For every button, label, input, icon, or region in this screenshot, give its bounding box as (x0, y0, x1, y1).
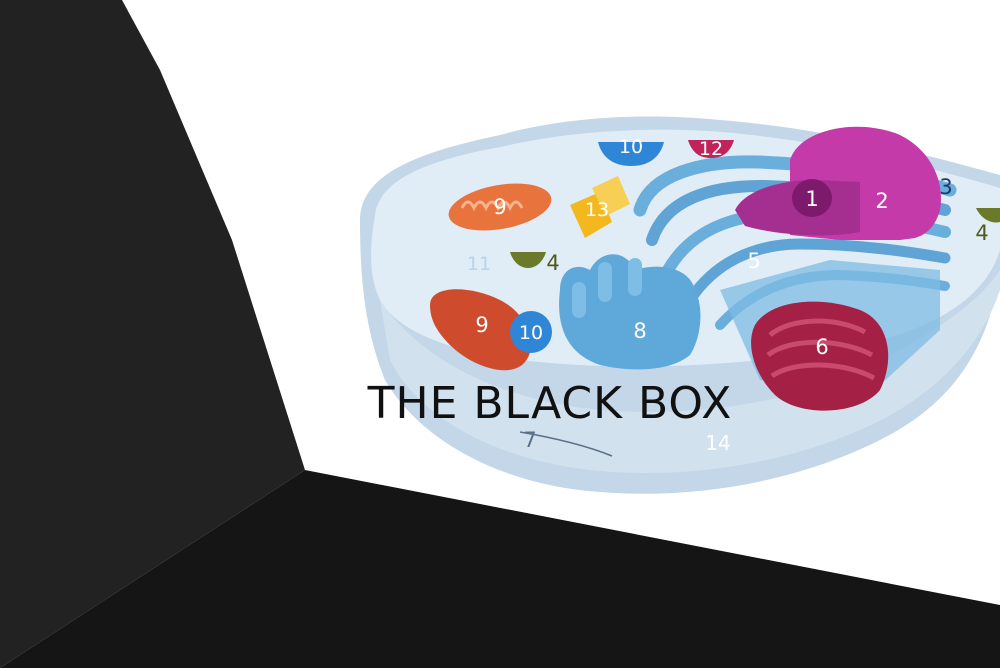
nucleus (735, 126, 941, 240)
black-box-left-wall (0, 0, 305, 668)
mitochondrion-upper (448, 183, 552, 231)
label-4-outer: 4 (975, 221, 988, 245)
label-4-inner: 4 (546, 251, 559, 275)
lysosome-side (510, 311, 552, 353)
label-9-lower: 9 (475, 313, 488, 337)
vesicle (688, 140, 734, 158)
label-7: 7 (523, 428, 536, 452)
ribosome-outer (976, 208, 1000, 223)
label-12: 12 (699, 138, 723, 160)
smooth-er (559, 254, 701, 370)
label-14: 14 (705, 431, 730, 455)
title-black-box: THE BLACK BOX (367, 378, 733, 429)
black-box-floor (0, 470, 1000, 668)
label-2: 2 (875, 189, 888, 213)
label-10-top: 10 (619, 136, 643, 158)
label-6: 6 (815, 335, 828, 359)
label-9-upper: 9 (493, 195, 506, 219)
label-11: 11 (467, 253, 491, 275)
lysosome-top (598, 142, 664, 166)
label-1: 1 (805, 187, 818, 211)
golgi-apparatus (751, 301, 889, 411)
mitochondrion-lower (430, 289, 531, 371)
label-5: 5 (747, 249, 760, 273)
label-3: 3 (939, 175, 952, 199)
label-13: 13 (585, 199, 609, 221)
label-10-side: 10 (519, 322, 543, 344)
plasma-membrane-line (519, 431, 613, 457)
cytoplasm-cut-face (380, 270, 1000, 474)
centrioles (570, 176, 630, 238)
label-8: 8 (633, 319, 646, 343)
ribosome-inner (510, 252, 546, 268)
